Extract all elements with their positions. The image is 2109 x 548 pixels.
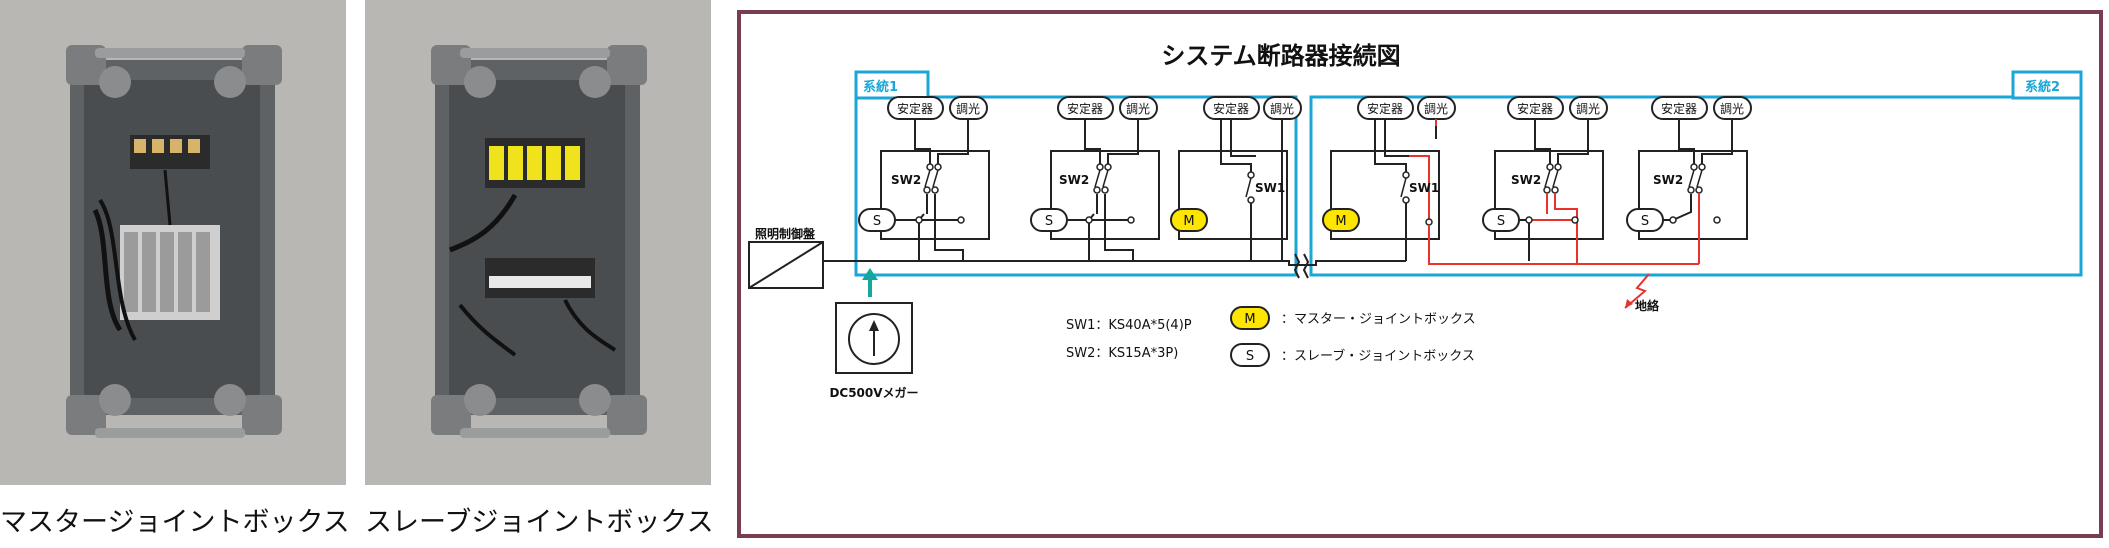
- unit-1: 安定器 調光 SW2 S: [858, 96, 990, 261]
- connection-diagram-panel: システム断路器接続図 系統1 系統2 照明制御盤 安定器 調光: [737, 10, 2103, 538]
- slave-junction-box-photo: [365, 0, 711, 485]
- spec-sw2: SW2：KS15A*3P): [1066, 346, 1178, 361]
- unit-6-switch-label: SW2: [1653, 173, 1683, 187]
- unit-4-box-symbol: M: [1335, 214, 1346, 229]
- unit-4: 安定器 調光 SW1 M: [1322, 96, 1456, 261]
- unit-2-dimmer-label: 調光: [1126, 102, 1150, 116]
- slave-photo-caption: スレーブジョイントボックス: [365, 507, 714, 538]
- legend-slave-symbol: [1230, 343, 1270, 367]
- unit-2-ballast-label: 安定器: [1067, 101, 1103, 116]
- break-mark-left: [1293, 253, 1301, 279]
- unit-3-dimmer-label: 調光: [1270, 102, 1294, 116]
- diagram-title: システム断路器接続図: [1161, 42, 1400, 70]
- spec-sw1: SW1：KS40A*5(4)P: [1066, 318, 1192, 333]
- fault-route-line: [1428, 225, 1699, 265]
- unit-5-switch-label: SW2: [1511, 173, 1541, 187]
- unit-2: 安定器 調光 SW2 S: [1030, 96, 1160, 261]
- system2-bus-line: [1307, 260, 1406, 266]
- break-mark-right: [1302, 253, 1310, 279]
- control-panel-label: 照明制御盤: [755, 226, 816, 241]
- unit-5-ballast-label: 安定器: [1517, 101, 1553, 116]
- unit-5-fault-path: [1529, 194, 1578, 264]
- unit-6-box-symbol: S: [1641, 214, 1649, 229]
- unit-3: 安定器 調光 SW1 M: [1170, 96, 1302, 261]
- unit-1-ballast-label: 安定器: [897, 101, 933, 116]
- unit-4-ballast-label: 安定器: [1367, 101, 1403, 116]
- system2-label: 系統2: [2025, 79, 2060, 95]
- unit-2-switch-label: SW2: [1059, 173, 1089, 187]
- unit-1-box-symbol: S: [873, 214, 881, 229]
- unit-4-fault-path: [1409, 119, 1437, 219]
- main-bus-line: [823, 260, 1307, 266]
- system1-label: 系統1: [863, 79, 898, 95]
- unit-3-ballast-label: 安定器: [1213, 101, 1249, 116]
- ground-fault-arrow: [1624, 273, 1650, 309]
- unit-2-box-symbol: S: [1045, 214, 1053, 229]
- legend-slave-text: ：スレーブ・ジョイントボックス: [1281, 348, 1475, 364]
- unit-6: 安定器 調光 SW2 S: [1626, 96, 1752, 264]
- system2-tab: [2011, 70, 2083, 100]
- unit-6-dimmer-label: 調光: [1720, 102, 1744, 116]
- unit-4-switch-label: SW1: [1409, 181, 1439, 195]
- system1-tab: [854, 70, 930, 100]
- unit-1-switch-label: SW2: [891, 173, 921, 187]
- legend-master-text: ：マスター・ジョイントボックス: [1281, 312, 1476, 327]
- unit-5: 安定器 調光 SW2 S: [1482, 96, 1608, 264]
- legend-slave-symbol-text: S: [1246, 349, 1254, 364]
- master-junction-box-photo: [0, 0, 346, 485]
- unit-5-box-symbol: S: [1497, 214, 1505, 229]
- legend-master-symbol: [1230, 306, 1270, 330]
- unit-4-dimmer-label: 調光: [1424, 102, 1448, 116]
- unit-6-ballast-label: 安定器: [1661, 101, 1697, 116]
- ground-fault-label: 地絡: [1635, 298, 1660, 313]
- unit-3-switch-label: SW1: [1255, 181, 1285, 195]
- unit-1-dimmer-label: 調光: [956, 102, 980, 116]
- master-photo-caption: マスタージョイントボックス: [0, 507, 350, 538]
- unit-3-box-symbol: M: [1183, 214, 1194, 229]
- unit-5-dimmer-label: 調光: [1576, 102, 1600, 116]
- legend-master-symbol-text: M: [1244, 312, 1255, 327]
- megger-label: DC500Vメガー: [829, 385, 918, 400]
